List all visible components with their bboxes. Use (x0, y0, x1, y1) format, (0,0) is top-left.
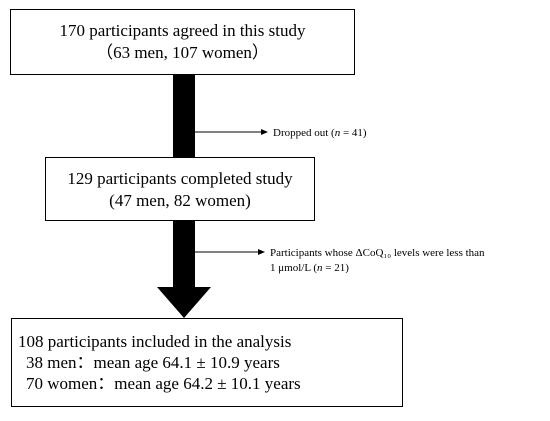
exclusion-note-n: n (317, 262, 323, 274)
completion-breakdown: (47 men, 82 women) (109, 191, 251, 210)
main-flow-arrowhead (157, 287, 211, 318)
exclusion-note-line1: Participants whose ΔCoQ₁₀ levels were le… (270, 247, 485, 259)
exclusion-note: Participants whose ΔCoQ₁₀ levels were le… (270, 246, 485, 276)
analysis-women: 70 women：mean age 64.2 ± 10.1 years (26, 374, 301, 393)
enrollment-breakdown: （63 men, 107 women） (96, 43, 269, 62)
analysis-men: 38 men：mean age 64.1 ± 10.9 years (26, 353, 280, 372)
enrollment-box: 170 participants agreed in this study （6… (10, 9, 355, 75)
exclusion-arrowhead (258, 249, 265, 255)
main-flow-shaft-lower (173, 221, 195, 287)
enrollment-count: 170 participants agreed in this study (59, 21, 306, 40)
dropout-note-n: n (334, 127, 341, 139)
exclusion-note-suffix: = 21) (322, 262, 349, 274)
dropout-note-prefix: Dropped out ( (273, 127, 335, 139)
dropout-arrowhead (261, 129, 268, 135)
exclusion-note-prefix: 1 μmol/L ( (270, 262, 318, 274)
analysis-count: 108 participants included in the analysi… (18, 332, 292, 351)
completion-box: 129 participants completed study (47 men… (45, 157, 315, 221)
dropout-note: Dropped out (n = 41) (273, 126, 367, 141)
completion-count: 129 participants completed study (67, 169, 293, 188)
dropout-note-suffix: = 41) (340, 127, 367, 139)
exclusion-note-line2: 1 μmol/L (n = 21) (270, 261, 485, 276)
main-flow-shaft-upper (173, 75, 195, 157)
analysis-box: 108 participants included in the analysi… (11, 318, 403, 407)
